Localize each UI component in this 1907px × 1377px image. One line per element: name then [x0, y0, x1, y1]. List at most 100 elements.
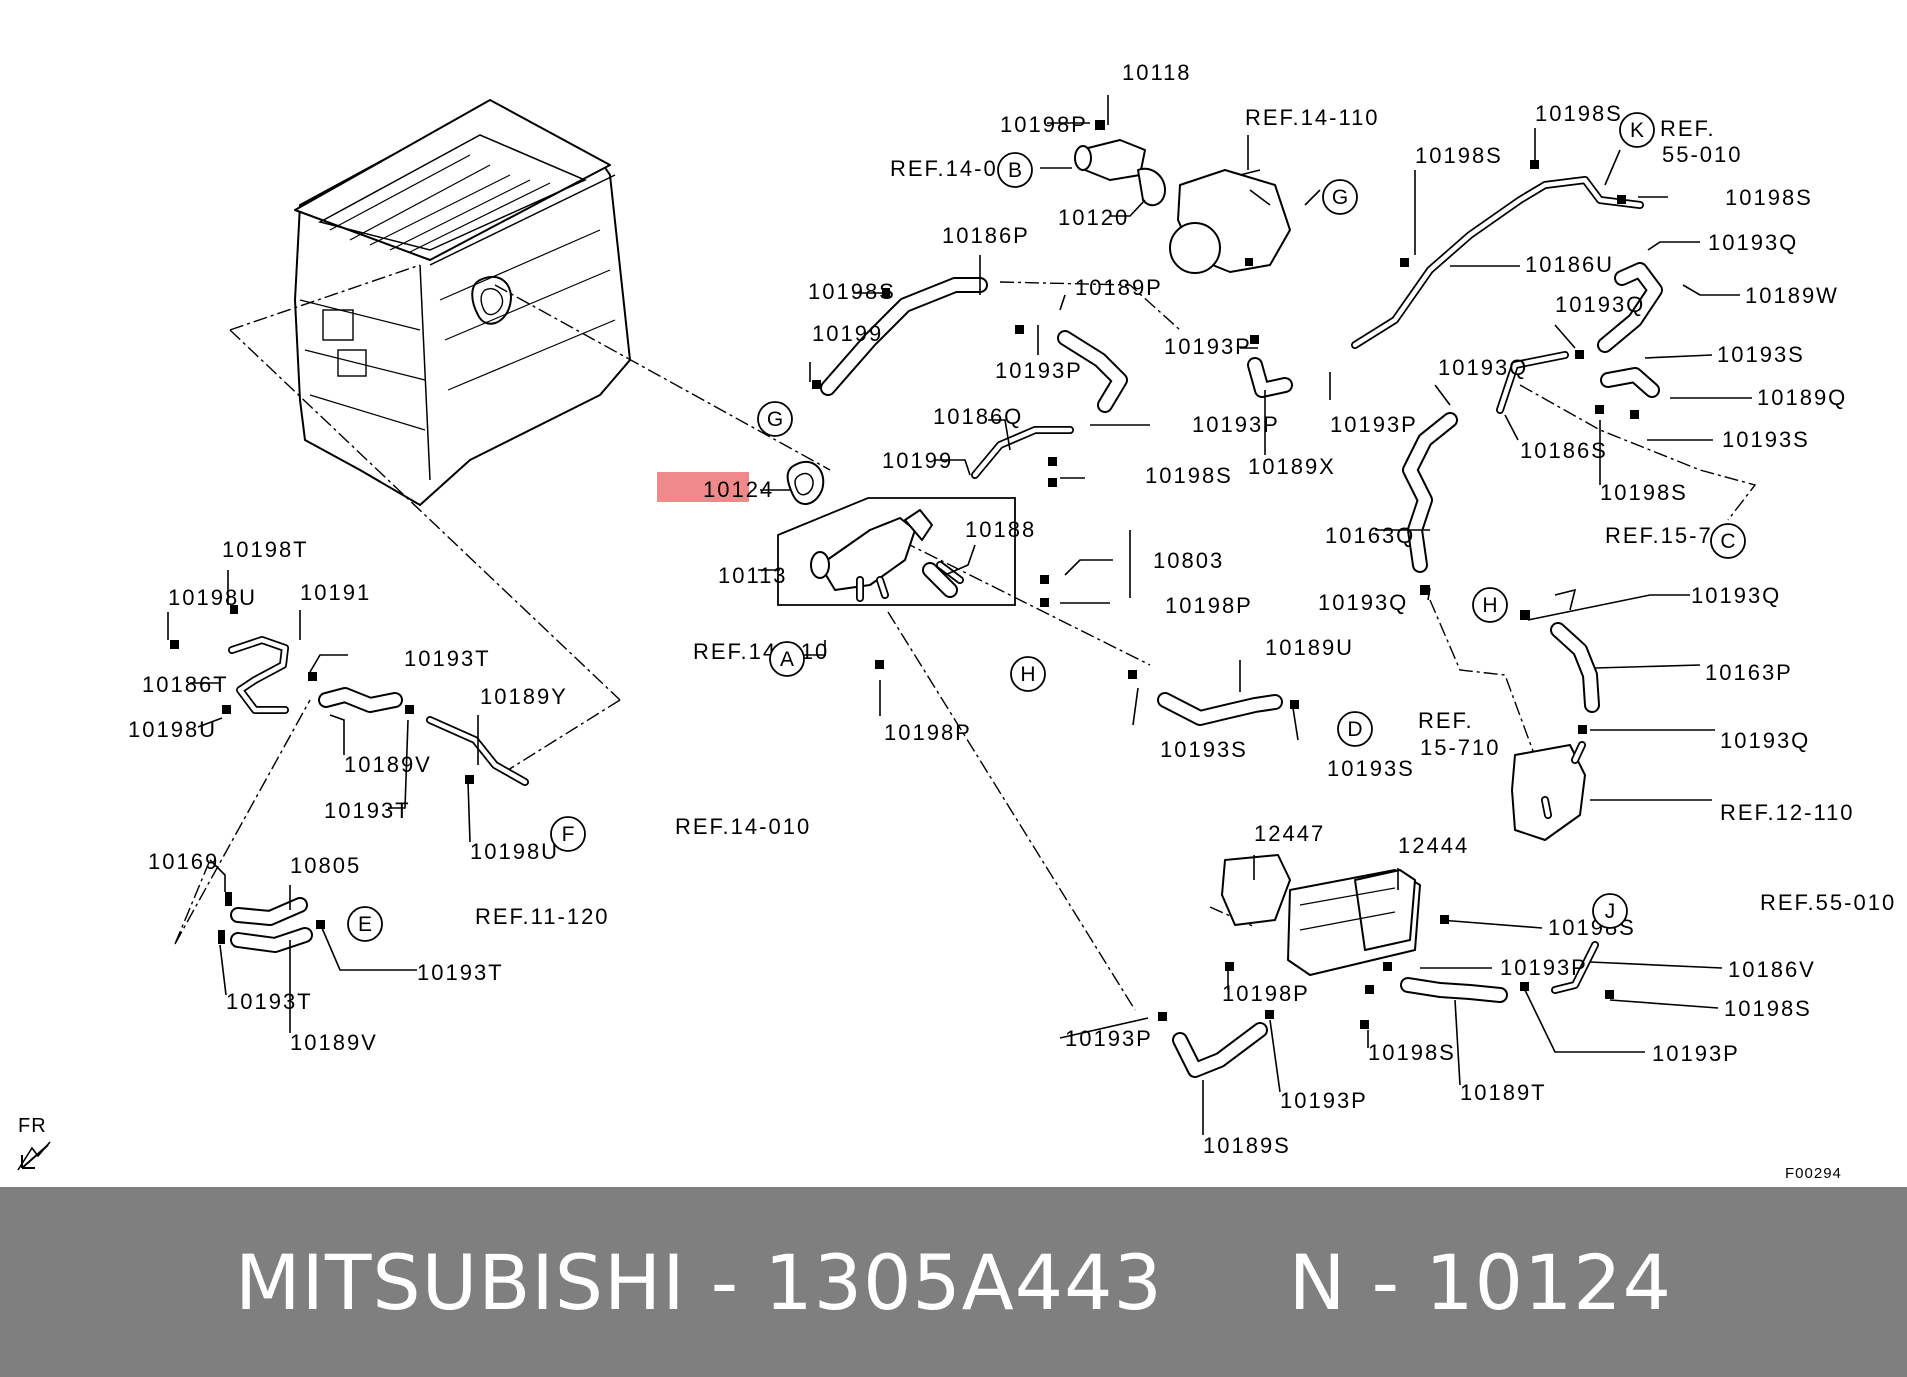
- callout-circle-icon: [347, 906, 383, 942]
- callout-circle-icon: [1010, 656, 1046, 692]
- part-label: 10198U: [470, 839, 559, 864]
- part-label: 10198S: [1415, 143, 1503, 168]
- part-label: 10189V: [290, 1030, 378, 1055]
- part-label: 10198S: [1368, 1040, 1456, 1065]
- oil-cooler: [1511, 741, 1586, 841]
- callout-circle-icon: [1322, 179, 1358, 215]
- callout-b: B: [997, 152, 1033, 188]
- footer-ref-prefix: N: [1288, 1237, 1347, 1327]
- engine-block-illustration: [294, 99, 631, 506]
- callout-a: A: [769, 641, 805, 677]
- footer-gap: [1163, 1238, 1289, 1327]
- callout-c: C: [1710, 523, 1746, 559]
- part-label: 10188: [965, 517, 1036, 542]
- part-label: 10186T: [142, 672, 229, 697]
- fasteners: [170, 160, 1639, 1029]
- footer-caption: MITSUBISHI - 1305A443 N - 10124: [235, 1238, 1672, 1327]
- callout-f: F: [550, 816, 586, 852]
- callout-letter: B: [1008, 159, 1022, 182]
- part-label: 10805: [290, 853, 361, 878]
- callout-e: E: [347, 906, 383, 942]
- part-label: 10198P: [1000, 112, 1088, 137]
- callout-letter: K: [1630, 119, 1644, 142]
- part-label: 10163P: [1705, 660, 1793, 685]
- part-label: 10186V: [1728, 957, 1816, 982]
- part-label: 10198P: [1165, 593, 1253, 618]
- part-label: 10186Q: [933, 404, 1023, 429]
- figure-code: F00294: [1785, 1165, 1842, 1182]
- part-label: 10113: [718, 563, 788, 588]
- part-label: 10193S: [1717, 342, 1805, 367]
- part-label: REF.: [1660, 116, 1716, 141]
- heater-assembly: [1221, 854, 1421, 976]
- part-label: 55-010: [1662, 142, 1743, 167]
- part-label: 10193Q: [1720, 728, 1810, 753]
- part-label: 12444: [1398, 833, 1469, 858]
- part-label: 10193P: [1652, 1041, 1740, 1066]
- part-label: 10118: [1122, 60, 1192, 85]
- part-label: 10199: [882, 448, 953, 473]
- part-label: 10124: [703, 477, 774, 502]
- part-label: 10193Q: [1438, 355, 1528, 380]
- footer-ref-number: 10124: [1425, 1237, 1673, 1327]
- part-label: 10169: [148, 849, 219, 874]
- callout-letter: H: [1482, 594, 1497, 617]
- callout-letter: G: [1332, 186, 1348, 209]
- water-pump: [1169, 169, 1291, 274]
- callout-letter: D: [1347, 718, 1362, 741]
- part-label: 10193T: [324, 798, 411, 823]
- part-label: 10189U: [1265, 635, 1354, 660]
- part-label: 10186S: [1520, 438, 1608, 463]
- part-label: REF.: [1418, 708, 1474, 733]
- thermostat-housing: [1074, 120, 1166, 207]
- callout-circle-icon: [1592, 893, 1628, 929]
- part-label: 10189X: [1248, 454, 1336, 479]
- parts-diagram-svg: 1011810198PREF.14-11010198SREF.55-010REF…: [17, 60, 1896, 1182]
- callout-d: D: [1337, 711, 1373, 747]
- part-label: 10120: [1058, 205, 1129, 230]
- part-label: 10198S: [1535, 101, 1623, 126]
- callout-g: G: [757, 401, 793, 437]
- footer-bar: MITSUBISHI - 1305A443 N - 10124: [0, 1187, 1907, 1377]
- highlight-box: [657, 472, 749, 502]
- callout-circle-icon: [997, 152, 1033, 188]
- part-label: 10193P: [1500, 955, 1588, 980]
- part-label: 10193S: [1722, 427, 1810, 452]
- callout-g: G: [1322, 179, 1358, 215]
- part-label: 10193T: [404, 646, 491, 671]
- footer-brand: MITSUBISHI: [234, 1237, 686, 1327]
- part-label: 10186P: [942, 223, 1030, 248]
- part-label: 10198S: [808, 279, 896, 304]
- callout-letter: E: [358, 913, 372, 936]
- callout-letter: A: [780, 648, 794, 671]
- part-label: 10193P: [1330, 412, 1418, 437]
- gasket-10124: [786, 460, 825, 505]
- part-label: 10193Q: [1318, 590, 1408, 615]
- callout-h: H: [1472, 587, 1508, 623]
- part-label: 10189W: [1745, 283, 1839, 308]
- callout-circle-icon: [1619, 112, 1655, 148]
- part-label: 10186U: [1525, 252, 1614, 277]
- part-label: 10198U: [168, 585, 257, 610]
- part-label: 10189T: [1460, 1080, 1547, 1105]
- callout-letter: F: [562, 823, 575, 846]
- part-label: 10199: [812, 321, 883, 346]
- part-label: 10193P: [1192, 412, 1280, 437]
- leader-lines: [167, 95, 1752, 1135]
- front-direction-marker: FR: [17, 1115, 51, 1171]
- part-label: 10803: [1153, 548, 1224, 573]
- part-label: REF.55-010: [1760, 890, 1896, 915]
- callout-circle-icon: [550, 816, 586, 852]
- part-label: 10198S: [1600, 480, 1688, 505]
- callout-letter: C: [1720, 530, 1735, 553]
- part-label: 10198S: [1145, 463, 1233, 488]
- footer-part-number: 1305A443: [764, 1237, 1163, 1327]
- part-label: 10189Q: [1757, 385, 1847, 410]
- part-label: 10193P: [1065, 1026, 1153, 1051]
- part-label: REF.12-110: [1720, 800, 1855, 825]
- part-label: REF.14-110: [1245, 105, 1380, 130]
- part-label: 10189P: [1075, 275, 1163, 300]
